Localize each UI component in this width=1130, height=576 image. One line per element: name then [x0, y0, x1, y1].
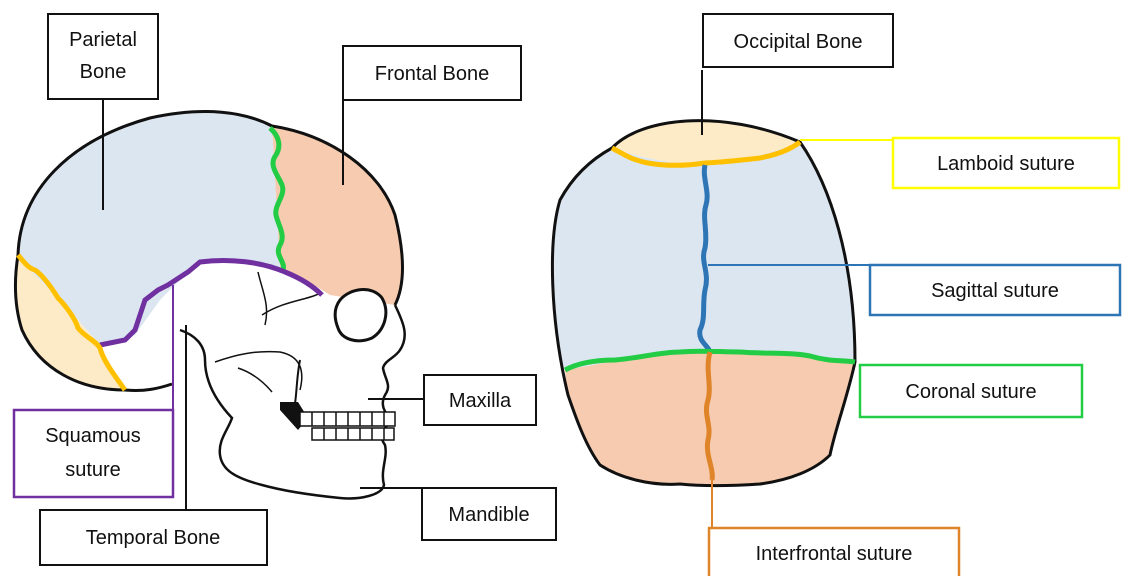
frontal-bone-label: Frontal Bone [343, 46, 521, 100]
orbit [335, 290, 386, 341]
squamous-suture-label-line1: Squamous [45, 425, 141, 447]
mandible-label: Mandible [422, 488, 556, 540]
lamboid-suture-label: Lamboid suture [893, 138, 1119, 188]
frontal-bone-label-text: Frontal Bone [375, 63, 490, 85]
occipital-bone-label: Occipital Bone [703, 14, 893, 67]
squamous-suture-label-line2: suture [65, 459, 121, 481]
interfrontal-suture-label: Interfrontal suture [709, 528, 959, 576]
squamous-suture-label: Squamous suture [14, 410, 173, 497]
interfrontal-suture-label-text: Interfrontal suture [756, 543, 913, 565]
occipital-bone-label-text: Occipital Bone [734, 31, 863, 53]
coronal-suture-label: Coronal suture [860, 365, 1082, 417]
temporal-bone-label: Temporal Bone [40, 510, 267, 565]
parietal-bone-label: Parietal Bone [48, 14, 158, 99]
coronal-suture-label-text: Coronal suture [905, 381, 1036, 403]
mandible-label-text: Mandible [448, 504, 529, 526]
sagittal-suture-label-text: Sagittal suture [931, 280, 1059, 302]
teeth [280, 402, 395, 440]
temporal-bone-label-text: Temporal Bone [86, 527, 221, 549]
parietal-bone-label-line1: Parietal [69, 29, 137, 51]
maxilla-label: Maxilla [424, 375, 536, 425]
parietal-bone-label-line2: Bone [80, 61, 127, 83]
superior-skull-view [552, 121, 855, 486]
frontal-bone-region [272, 126, 403, 305]
lamboid-suture-label-text: Lamboid suture [937, 153, 1075, 175]
maxilla-label-text: Maxilla [449, 390, 512, 412]
sagittal-suture-label: Sagittal suture [870, 265, 1120, 315]
zygomatic-sketch [215, 272, 322, 392]
